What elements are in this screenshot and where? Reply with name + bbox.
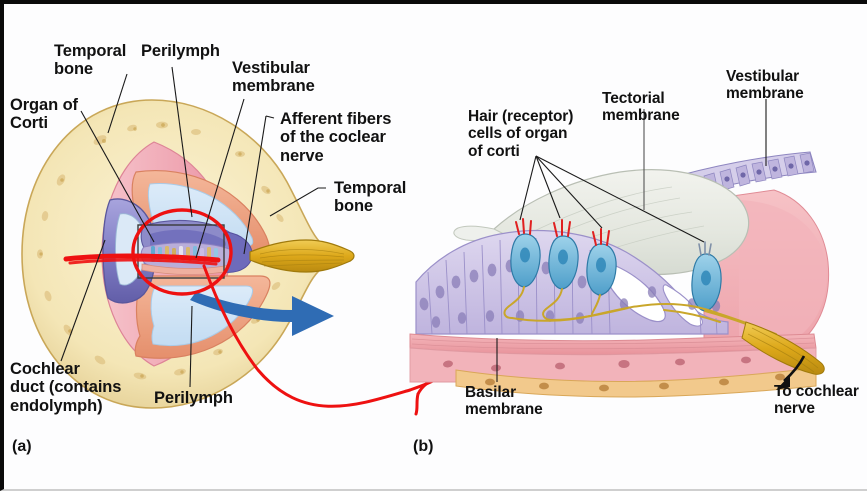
leader-hair-cells-2 [535, 155, 561, 219]
leader-perilymph-bottom [189, 305, 193, 388]
black-nerve-arrow [776, 355, 806, 390]
leader-hair-cells-3 [535, 155, 603, 229]
panel-a-artwork [21, 66, 440, 416]
label-tectorial-membrane: Tectorial membrane [602, 90, 680, 125]
blue-zoom-arrow [190, 292, 334, 336]
red-underline-stroke [63, 253, 221, 263]
nerve-exit-striations [747, 327, 819, 373]
outer-wall-tissue-2 [739, 200, 827, 350]
leader-temporal-bone-top [107, 73, 128, 134]
anatomy-artwork [21, 66, 830, 416]
leader-afferent-fibers2 [243, 115, 267, 255]
label-cochlear-duct: Cochlear duct (contains endolymph) [10, 360, 122, 415]
cochlear-nerve-bundle [249, 239, 355, 273]
label-temporal-bone-right: Temporal bone [334, 179, 407, 216]
hair-cells [510, 233, 722, 312]
basement-membrane-tan [455, 367, 817, 398]
leader-cochlear-duct [60, 239, 106, 362]
leader-lines-a [60, 66, 326, 388]
leader-perilymph-top [171, 66, 193, 218]
nerve-striations [259, 249, 345, 267]
label-organ-of-corti: Organ of Corti [10, 96, 78, 133]
label-afferent-fibers: Afferent fibers of the coclear nerve [280, 110, 392, 165]
panel-b-artwork [409, 99, 830, 398]
stereocilia [515, 218, 610, 246]
leader-hair-cells-4 [535, 155, 705, 243]
label-perilymph-top: Perilymph [141, 42, 220, 60]
leader-lines-b [496, 99, 767, 382]
bone-texture-dark [39, 123, 270, 378]
detail-rectangle [137, 224, 225, 279]
leader-organ-of-corti [80, 110, 155, 243]
label-hair-cells: Hair (receptor) cells of organ of corti [468, 108, 574, 160]
label-basilar-membrane: Basilar membrane [465, 384, 543, 419]
label-vestibular-membrane-b: Vestibular membrane [726, 68, 804, 103]
label-temporal-bone-top: Temporal bone [54, 42, 127, 79]
panel-id-a: (a) [12, 438, 32, 455]
leader-temporal-bone-right [269, 187, 326, 217]
cochlear-nerve-exit [741, 321, 825, 375]
leader-vestibular-membrane [195, 98, 245, 259]
leader-afferent-fibers [265, 115, 275, 119]
label-perilymph-bottom: Perilymph [154, 389, 233, 407]
basement-nuclei [485, 373, 785, 392]
stereocilia-inner [698, 241, 712, 256]
label-to-cochlear-nerve: To cochlear nerve [774, 383, 859, 418]
scala-tympani-lumen [150, 285, 254, 347]
leader-hair-cells-1 [519, 155, 537, 221]
panel-id-b: (b) [413, 438, 434, 455]
red-highlight-circle [131, 208, 233, 296]
label-vestibular-membrane: Vestibular membrane [232, 59, 315, 96]
